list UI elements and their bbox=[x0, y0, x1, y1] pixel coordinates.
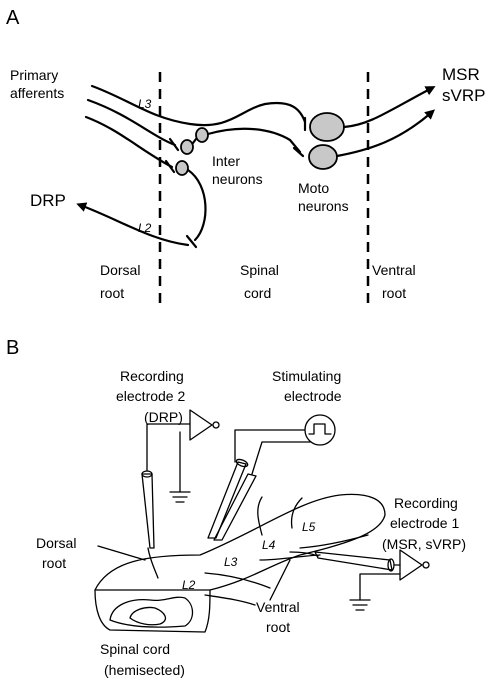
ground-symbol-2 bbox=[169, 491, 191, 503]
dorsal-root-b-label: Dorsal bbox=[36, 535, 76, 551]
segment-l3-label: L3 bbox=[224, 555, 238, 569]
primary-afferent-fiber-1 bbox=[90, 84, 307, 127]
stimulator bbox=[304, 414, 336, 446]
dorsal-root-label: Dorsal bbox=[100, 262, 140, 278]
stimulator-pulse-icon bbox=[308, 423, 332, 435]
spinal-cord-b-label: Spinal cord bbox=[100, 641, 170, 657]
drp-fiber bbox=[186, 168, 207, 242]
recording-electrode-2-label-3: (DRP) bbox=[144, 409, 183, 425]
moto-neurons-label: Moto bbox=[298, 180, 329, 196]
synapse-terminal-3 bbox=[164, 159, 176, 174]
spinal-cord-b-label-2: (hemisected) bbox=[104, 662, 185, 678]
root-l5-lower bbox=[299, 534, 369, 549]
panel-a: A Primary afferents MSR s bbox=[6, 7, 485, 305]
interneuron-link bbox=[191, 137, 198, 145]
drp-efferent bbox=[76, 202, 190, 247]
ventral-root-label: Ventral bbox=[372, 262, 416, 278]
amplifier-2-output bbox=[212, 421, 220, 429]
motor-axon-svrp bbox=[335, 109, 436, 158]
grey-matter-outline bbox=[109, 596, 194, 628]
spinal-cord-body bbox=[94, 493, 386, 591]
grey-matter-inner bbox=[129, 606, 167, 626]
recording-electrode-1-label-2: electrode 1 bbox=[390, 515, 459, 531]
spinal-cord-label-2: cord bbox=[244, 285, 271, 301]
ventral-root-b-label: Ventral bbox=[256, 599, 300, 615]
stimulating-electrode-top bbox=[235, 458, 249, 468]
recording-electrode-1-label-3: (MSR, sVRP) bbox=[382, 536, 466, 552]
stimulating-electrode-label-2: electrode bbox=[284, 388, 342, 404]
motoneuron-lower bbox=[308, 144, 338, 170]
root-l5-upper bbox=[290, 497, 303, 529]
segment-l5-label: L5 bbox=[302, 520, 316, 534]
amplifier-1-output bbox=[422, 561, 430, 569]
interneuron-3 bbox=[175, 160, 189, 176]
interneuron-2 bbox=[195, 127, 209, 143]
moto-neurons-label-2: neurons bbox=[298, 198, 349, 214]
stimulating-electrode-pipette-2 bbox=[213, 473, 257, 541]
primary-afferent-fiber-3 bbox=[84, 115, 174, 169]
root-l4-upper bbox=[257, 496, 263, 536]
spinal-cord-cut-face bbox=[94, 589, 211, 633]
amplifier-2 bbox=[189, 409, 213, 441]
primary-afferents-label-2: afferents bbox=[10, 85, 64, 101]
segment-l4-label: L4 bbox=[262, 538, 276, 552]
ventral-root-label-2: root bbox=[382, 285, 406, 301]
stimulating-wire-1 bbox=[234, 429, 306, 463]
recording-electrode-1-label: Recording bbox=[394, 495, 458, 511]
dorsal-root-leader bbox=[97, 545, 146, 561]
dorsal-root-b-label-2: root bbox=[42, 555, 66, 571]
motor-axon-msr bbox=[342, 86, 436, 129]
ventral-root-fiber bbox=[289, 551, 319, 557]
dorsal-root-label-2: root bbox=[100, 285, 124, 301]
l2-label: L2 bbox=[138, 221, 152, 235]
stimulating-wire-2 bbox=[251, 441, 311, 475]
segment-l2-label: L2 bbox=[182, 578, 196, 592]
root-l3-lower bbox=[204, 572, 271, 589]
recording-electrode-2-pipette bbox=[141, 473, 155, 549]
panel-b-label: B bbox=[6, 337, 19, 359]
inter-neurons-label: Inter bbox=[212, 153, 240, 169]
primary-afferents-label: Primary bbox=[10, 67, 58, 83]
interneuron-to-motoneuron bbox=[206, 127, 302, 154]
dorsal-root-fiber bbox=[147, 547, 159, 579]
ground-symbol-1 bbox=[349, 599, 371, 611]
spinal-cord-label: Spinal bbox=[240, 262, 279, 278]
recording-electrode-1-pipette bbox=[314, 551, 393, 571]
ventral-root-leader bbox=[269, 559, 291, 601]
stimulating-electrode-pipette bbox=[207, 461, 247, 539]
synapse-terminal-4 bbox=[292, 146, 305, 158]
l3-label: L3 bbox=[138, 97, 152, 111]
ventral-root-b-label-2: root bbox=[266, 619, 290, 635]
primary-afferent-fiber-2 bbox=[86, 98, 177, 147]
panel-b: B bbox=[6, 337, 466, 678]
recording-electrode-2-label: Recording bbox=[120, 368, 184, 384]
synapse-terminal-2 bbox=[168, 137, 180, 152]
drp-label: DRP bbox=[30, 191, 66, 210]
stimulating-electrode-label: Stimulating bbox=[272, 368, 341, 384]
inter-neurons-label-2: neurons bbox=[212, 171, 263, 187]
svrp-label: sVRP bbox=[442, 86, 485, 105]
panel-a-label: A bbox=[6, 7, 20, 29]
synapse-terminal-drp bbox=[185, 234, 198, 249]
amplifier-1-ground-wire bbox=[359, 573, 401, 601]
amplifier-1 bbox=[399, 549, 423, 581]
root-l2-lower bbox=[204, 594, 256, 606]
recording-electrode-2-wire bbox=[146, 423, 191, 472]
msr-label: MSR bbox=[442, 65, 480, 84]
recording-electrode-2-label-2: electrode 2 bbox=[116, 388, 185, 404]
interneuron-1 bbox=[180, 139, 194, 155]
motoneuron-upper bbox=[309, 112, 345, 142]
